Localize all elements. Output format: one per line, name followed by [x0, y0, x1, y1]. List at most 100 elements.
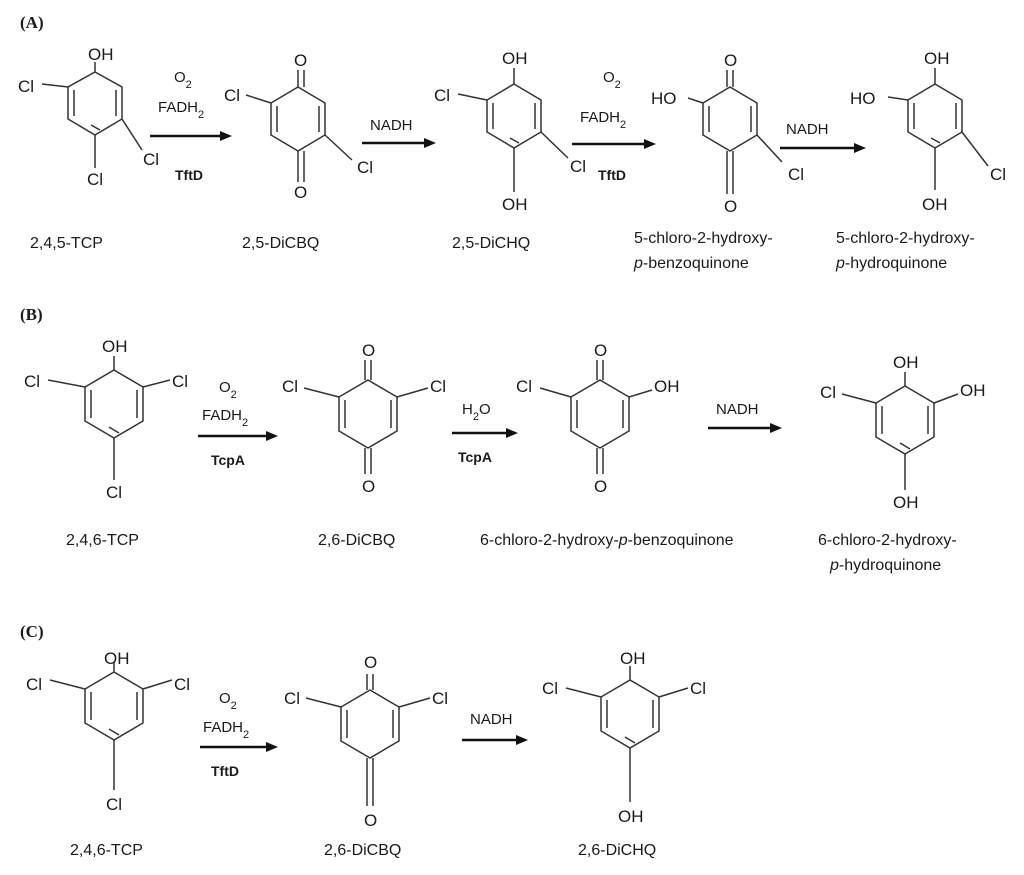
compound-caption-line2: p-benzoquinone	[633, 255, 749, 272]
compound-caption-line1: 5-chloro-2-hydroxy-	[836, 230, 975, 247]
compound-caption-line2: p-hydroquinone	[829, 557, 941, 574]
cl-label: Cl	[990, 165, 1006, 184]
reagent-label: FADH2	[580, 109, 626, 131]
cl-label: Cl	[542, 679, 558, 698]
bond	[841, 393, 877, 404]
bond	[961, 131, 989, 167]
bond	[121, 118, 143, 151]
enzyme-label: TftD	[598, 167, 626, 183]
reaction-arrow-c1: O2 FADH2 TftD	[200, 690, 278, 779]
cl-label: Cl	[432, 689, 448, 708]
oxygen-label: O	[364, 653, 377, 672]
compound-2-4-6-tcp-c: OH Cl Cl Cl 2,4,6-TCP	[26, 649, 190, 859]
compound-caption: 2,6-DiCHQ	[578, 842, 656, 859]
benzene-ring	[84, 671, 144, 741]
reaction-arrow-a4: NADH	[780, 121, 866, 153]
cl-label: Cl	[570, 157, 586, 176]
double-bond	[509, 137, 520, 144]
reagent-label: O2	[219, 379, 237, 401]
cl-label: Cl	[26, 675, 42, 694]
reaction-arrow-c2: NADH	[462, 711, 528, 745]
oh-label: OH	[102, 337, 128, 356]
panel-a-label: (A)	[20, 13, 44, 32]
bond	[539, 387, 572, 398]
oh-label: OH	[502, 49, 528, 68]
compound-caption: 2,5-DiCBQ	[242, 235, 319, 252]
reaction-arrow-b3: NADH	[708, 401, 782, 433]
benzene-ring	[907, 83, 963, 149]
bond	[47, 379, 86, 388]
arrowhead	[424, 138, 436, 148]
bond	[41, 83, 69, 88]
oh-label: OH	[104, 649, 130, 668]
compound-2-6-dicbq: O O Cl Cl 2,6-DiCBQ	[282, 341, 446, 549]
arrowhead	[220, 131, 232, 141]
compound-caption: 2,6-DiCBQ	[324, 842, 401, 859]
compound-caption: 2,4,5-TCP	[30, 235, 103, 252]
oh-label: OH	[502, 195, 528, 214]
compound-caption-line1: 5-chloro-2-hydroxy-	[634, 230, 773, 247]
cl-label: Cl	[18, 77, 34, 96]
quinone-ring	[702, 86, 758, 152]
arrowhead	[770, 423, 782, 433]
reagent-label: FADH2	[158, 99, 204, 121]
double-bond	[108, 426, 120, 434]
bond	[658, 687, 689, 698]
compound-2-6-dichq: OH OH Cl Cl 2,6-DiCHQ	[542, 649, 706, 859]
cl-label: Cl	[516, 377, 532, 396]
compound-caption: 2,5-DiCHQ	[452, 235, 530, 252]
reagent-label: NADH	[370, 117, 413, 134]
cl-label: Cl	[820, 383, 836, 402]
double-bond	[930, 137, 941, 144]
compound-caption: 2,4,6-TCP	[70, 842, 143, 859]
reagent-label: O2	[219, 690, 237, 712]
bond	[933, 393, 959, 404]
reaction-arrow-a2: NADH	[362, 117, 436, 148]
quinone-ring	[338, 379, 398, 449]
compound-chloro-hydroxy-hydroquinone: OH OH HO Cl 5-chloro-2-hydroxy- p-hydroq…	[835, 49, 1006, 272]
compound-2-5-dichq: OH OH Cl Cl 2,5-DiCHQ	[434, 49, 586, 252]
panel-b: (B) OH Cl Cl Cl 2,4,6-TCP O2 FADH2 TcpA	[20, 305, 986, 574]
cl-label: Cl	[172, 372, 188, 391]
ho-label: HO	[651, 89, 677, 108]
oxygen-label: O	[724, 197, 737, 216]
cl-label: Cl	[357, 158, 373, 177]
compound-caption: 6-chloro-2-hydroxy-p-benzoquinone	[480, 532, 734, 549]
bond	[142, 679, 173, 690]
arrowhead	[266, 431, 278, 441]
reagent-label: FADH2	[202, 407, 248, 429]
oxygen-label: O	[724, 51, 737, 70]
compound-2-4-6-tcp: OH Cl Cl Cl 2,4,6-TCP	[24, 337, 188, 549]
cl-label: Cl	[690, 679, 706, 698]
arrowhead	[644, 139, 656, 149]
compound-2-6-dicbq-c: O O Cl Cl 2,6-DiCBQ	[284, 653, 448, 859]
compound-caption: 2,6-DiCBQ	[318, 532, 395, 549]
cl-label: Cl	[106, 483, 122, 502]
benzene-ring	[67, 71, 123, 136]
compound-caption-line1: 6-chloro-2-hydroxy-	[818, 532, 957, 549]
cl-label: Cl	[430, 377, 446, 396]
oxygen-label: O	[594, 477, 607, 496]
panel-a: (A) OH Cl Cl Cl 2,4,5-TCP O2 FADH2 TftD	[18, 13, 1006, 272]
bond	[324, 134, 353, 161]
quinone-ring	[270, 86, 326, 152]
benzene-ring	[875, 385, 935, 455]
oxygen-label: O	[362, 477, 375, 496]
bond	[628, 389, 653, 398]
arrowhead	[506, 428, 518, 438]
compound-2-4-5-tcp: OH Cl Cl Cl 2,4,5-TCP	[18, 45, 159, 252]
oxygen-label: O	[364, 811, 377, 830]
oh-label: OH	[924, 49, 950, 68]
bond	[245, 94, 272, 104]
double-bond	[624, 736, 636, 744]
oh-label: OH	[893, 493, 919, 512]
bond	[756, 134, 783, 163]
compound-2-5-dicbq: O O Cl Cl 2,5-DiCBQ	[224, 51, 373, 252]
oxygen-label: O	[294, 183, 307, 202]
panel-b-label: (B)	[20, 305, 43, 324]
cl-label: Cl	[174, 675, 190, 694]
arrowhead	[516, 735, 528, 745]
bond	[687, 97, 704, 104]
